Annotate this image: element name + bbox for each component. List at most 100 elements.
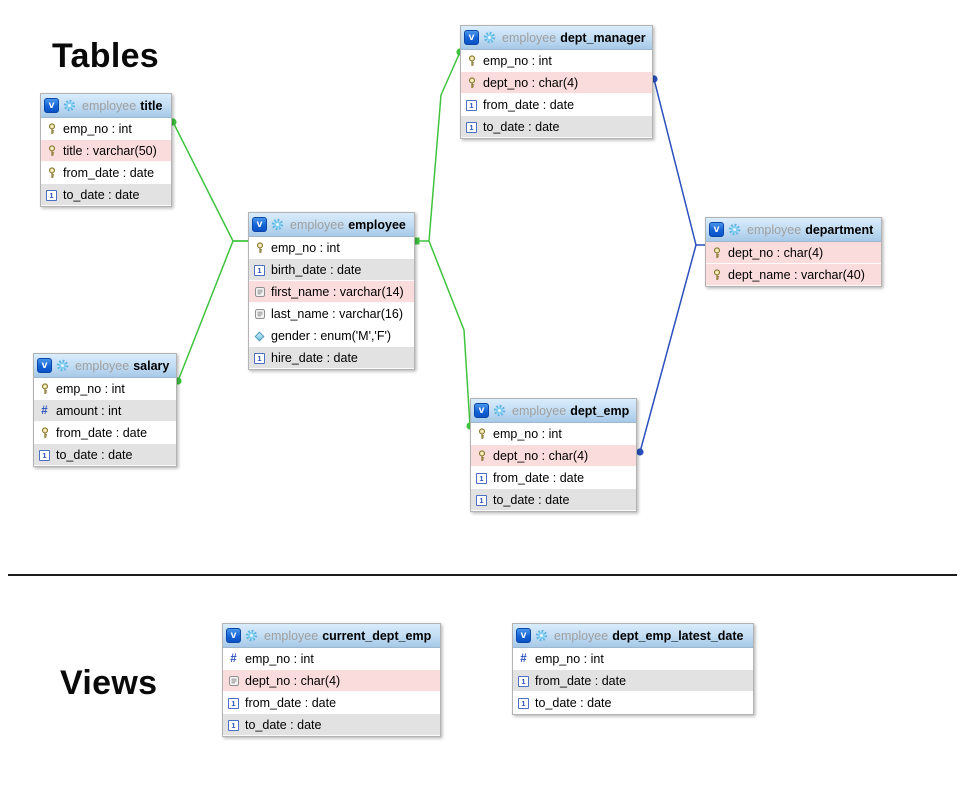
column-row-dept_no[interactable]: dept_no : char(4) (461, 72, 652, 94)
column-row-emp_no[interactable]: emp_no : int (461, 50, 652, 72)
column-row-from_date[interactable]: from_date : date (34, 422, 176, 444)
table-name: employee (348, 217, 406, 232)
column-row-emp_no[interactable]: #emp_no : int (513, 648, 753, 670)
column-text: dept_no : char(4) (493, 449, 589, 463)
column-row-gender[interactable]: gender : enum('M','F') (249, 325, 414, 347)
column-row-dept_no[interactable]: dept_no : char(4) (223, 670, 440, 692)
schema-name: employee (264, 628, 319, 643)
column-text: emp_no : int (63, 122, 132, 136)
column-text: to_date : date (483, 120, 560, 134)
gear-icon (483, 31, 497, 44)
column-text: from_date : date (56, 426, 148, 440)
date-column-icon: 1 (38, 449, 51, 462)
v-badge-icon: v (226, 628, 241, 643)
enum-column-icon (253, 330, 266, 343)
relationship-line-employee-dept_emp (428, 240, 471, 427)
table-name: dept_emp (570, 403, 630, 418)
primary-key-icon (710, 247, 723, 260)
table-name: current_dept_emp (322, 628, 432, 643)
column-row-title[interactable]: title : varchar(50) (41, 140, 171, 162)
column-row-dept_no[interactable]: dept_no : char(4) (706, 242, 881, 264)
table-name: dept_manager (560, 30, 646, 45)
table-name: dept_emp_latest_date (612, 628, 744, 643)
relationship-line-dept_manager-department (653, 78, 705, 246)
column-text: title : varchar(50) (63, 144, 157, 158)
column-row-to_date[interactable]: 1 to_date : date (223, 714, 440, 736)
primary-key-icon (45, 123, 58, 136)
schema-name: employee (512, 403, 567, 418)
gear-icon (271, 218, 285, 231)
text-column-icon (253, 286, 266, 299)
column-row-emp_no[interactable]: emp_no : int (249, 237, 414, 259)
relationship-line-salary-employee (177, 240, 248, 382)
column-row-emp_no[interactable]: emp_no : int (34, 378, 176, 400)
column-row-to_date[interactable]: 1 to_date : date (461, 116, 652, 138)
column-text: emp_no : int (483, 54, 552, 68)
gear-icon (245, 629, 259, 642)
date-column-icon: 1 (475, 494, 488, 507)
section-divider (8, 574, 957, 576)
v-badge-icon: v (709, 222, 724, 237)
date-column-icon: 1 (465, 121, 478, 134)
gear-icon (728, 223, 742, 236)
views-section-heading: Views (60, 663, 158, 702)
column-text: amount : int (56, 404, 122, 418)
table-name: salary (133, 358, 170, 373)
column-text: dept_no : char(4) (245, 674, 341, 688)
column-row-emp_no[interactable]: emp_no : int (471, 423, 636, 445)
relationship-endpoint-dot (636, 448, 644, 456)
column-row-to_date[interactable]: 1 to_date : date (34, 444, 176, 466)
relationship-line-employee-dept_manager (416, 51, 461, 242)
gear-icon (56, 359, 70, 372)
column-text: dept_name : varchar(40) (728, 268, 865, 282)
gear-icon (535, 629, 549, 642)
column-text: to_date : date (56, 448, 133, 462)
date-column-icon: 1 (475, 472, 488, 485)
column-row-dept_name[interactable]: dept_name : varchar(40) (706, 264, 881, 286)
column-row-from_date[interactable]: from_date : date (41, 162, 171, 184)
column-text: from_date : date (63, 166, 155, 180)
v-badge-icon: v (516, 628, 531, 643)
gear-icon-glyph (271, 218, 284, 231)
primary-key-icon (475, 450, 488, 463)
gear-icon (63, 99, 77, 112)
column-row-first_name[interactable]: first_name : varchar(14) (249, 281, 414, 303)
text-column-icon (253, 308, 266, 321)
column-row-amount[interactable]: #amount : int (34, 400, 176, 422)
column-row-dept_no[interactable]: dept_no : char(4) (471, 445, 636, 467)
column-text: gender : enum('M','F') (271, 329, 392, 343)
date-column-icon: 1 (227, 719, 240, 732)
column-text: to_date : date (245, 718, 322, 732)
schema-name: employee (747, 222, 802, 237)
column-row-emp_no[interactable]: #emp_no : int (223, 648, 440, 670)
column-row-emp_no[interactable]: emp_no : int (41, 118, 171, 140)
gear-icon-glyph (245, 629, 258, 642)
column-row-last_name[interactable]: last_name : varchar(16) (249, 303, 414, 325)
primary-key-icon (465, 55, 478, 68)
